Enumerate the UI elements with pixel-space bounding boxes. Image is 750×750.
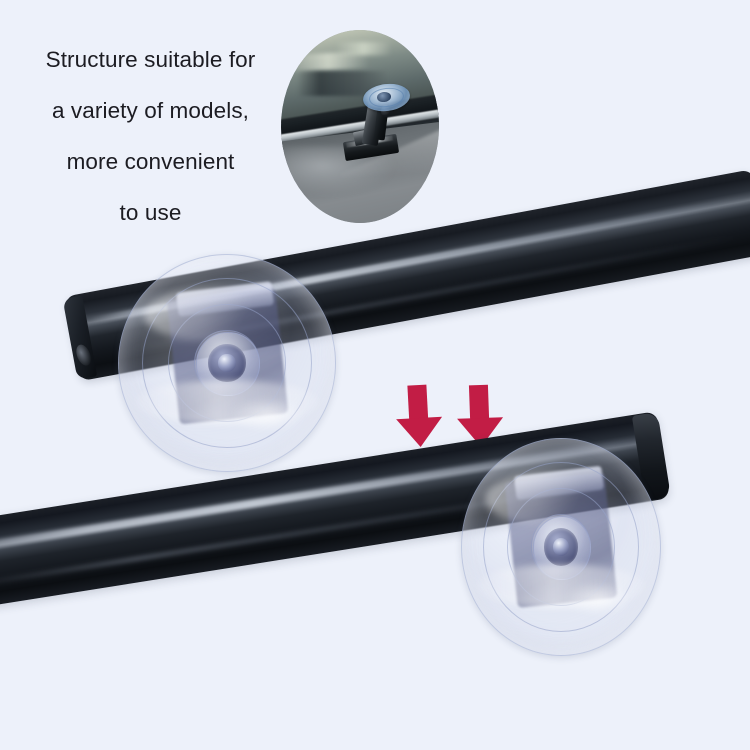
down-arrow-right-shaft (468, 384, 490, 422)
upper-suction-cup-sheen-spot (231, 397, 306, 433)
upper-suction-cup-sheen-top (144, 288, 280, 342)
windshield-reflection-sky (334, 41, 392, 56)
upper-suction-cup-nub-core (218, 354, 236, 372)
upper-bar-end-face (62, 295, 98, 380)
car-dashboard-inset-photo (281, 30, 439, 223)
lower-suction-cup-sheen-top (485, 472, 609, 526)
headline-line-1: Structure suitable for (45, 47, 256, 72)
down-arrow-left-shaft (407, 384, 429, 422)
lower-suction-cup (461, 438, 661, 656)
upper-suction-cup-ring-2 (141, 277, 313, 449)
headline-line-2: a variety of models, (51, 98, 250, 123)
headline-line-4: to use (119, 200, 182, 225)
headline-line-3: more convenient (66, 149, 235, 174)
lower-suction-cup-sheen-spot (565, 581, 633, 617)
upper-suction-cup (118, 254, 336, 472)
down-arrow-left-head (396, 416, 444, 449)
down-arrow-left (394, 384, 444, 449)
headline-text: Structure suitable for a variety of mode… (8, 34, 293, 238)
lower-suction-cup-nub-core (553, 538, 569, 556)
lower-suction-cup-ring-2 (483, 461, 639, 633)
